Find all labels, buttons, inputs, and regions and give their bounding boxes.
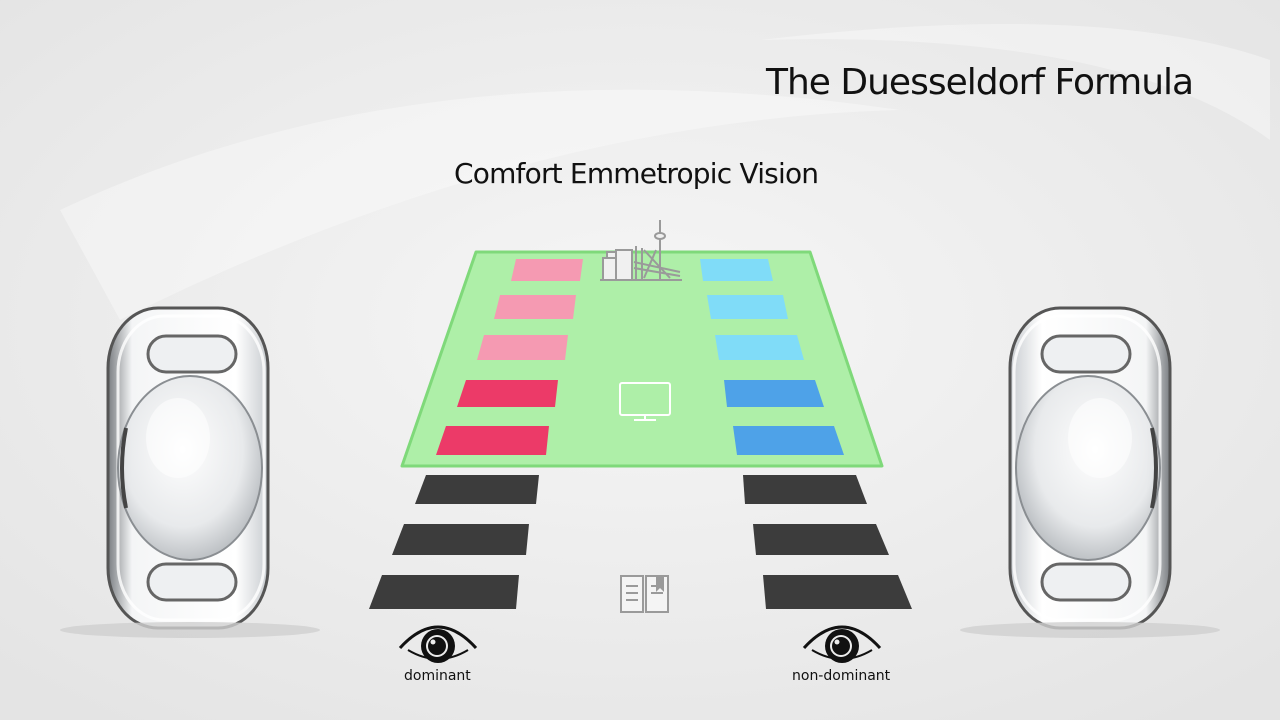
non-dominant-far-card-2 [707, 295, 788, 319]
page-title: The Duesseldorf Formula [766, 62, 1194, 103]
dominant-far-card-3 [477, 335, 568, 360]
diagram-subtitle: Comfort Emmetropic Vision [454, 157, 819, 190]
non-dominant-near-bar-1 [743, 475, 867, 504]
non-dominant-far-card-1 [700, 259, 773, 281]
dominant-near-bar-1 [415, 475, 539, 504]
non-dominant-intermediate-card-2 [733, 426, 844, 455]
dominant-near-bar-2 [392, 524, 529, 555]
intraocular-lens-right [1008, 306, 1172, 630]
dominant-far-card-2 [494, 295, 576, 319]
lens-shadow-left [60, 622, 320, 638]
background-swoosh [60, 89, 900, 320]
non-dominant-near-bar-2 [753, 524, 889, 555]
city-skyline-icon [600, 220, 682, 281]
monitor-icon [619, 382, 671, 421]
non-dominant-eye-label: non-dominant [792, 668, 891, 684]
non-dominant-far-card-3 [715, 335, 804, 360]
dominant-intermediate-card-2 [436, 426, 549, 455]
eye-icon [398, 625, 478, 663]
dominant-intermediate-card-1 [457, 380, 558, 407]
background-swoosh [760, 24, 1270, 140]
dominant-eye-label: dominant [404, 668, 471, 684]
eye-icon [802, 625, 882, 663]
non-dominant-intermediate-card-1 [724, 380, 824, 407]
non-dominant-near-bar-3 [763, 575, 912, 609]
dominant-far-card-1 [511, 259, 583, 281]
dominant-near-bar-3 [369, 575, 519, 609]
lens-shadow-right [960, 622, 1220, 638]
open-book-icon [620, 575, 669, 613]
intraocular-lens-left [106, 306, 270, 630]
